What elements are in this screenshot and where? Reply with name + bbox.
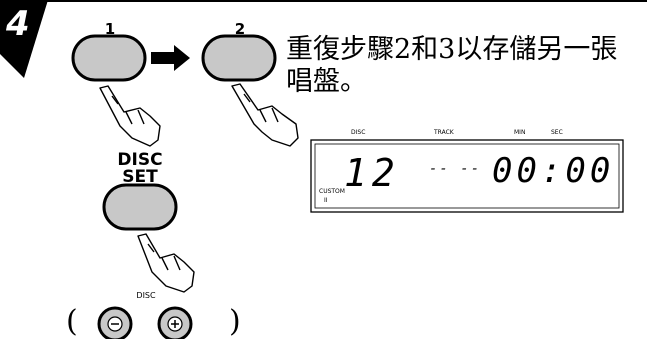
button-2-label: 2 (234, 20, 246, 38)
display-indicator: II (324, 197, 328, 204)
button-1[interactable] (71, 34, 147, 82)
top-rule (0, 0, 647, 2)
pointing-hand-icon (99, 85, 161, 147)
disc-set-button[interactable] (102, 183, 178, 231)
disc-set-label: DISC SET (117, 150, 163, 187)
display-disc-number: 12 (344, 151, 400, 195)
display-label-min: MIN (514, 129, 526, 136)
button-2[interactable] (201, 34, 277, 82)
display-panel: DISC TRACK MIN SEC 12 -- -- 00:00 CUSTOM… (311, 130, 623, 212)
display-time: 00:00 (492, 151, 615, 191)
pointing-hand-icon (231, 83, 299, 147)
step-badge (0, 0, 48, 78)
button-1-label: 1 (104, 20, 116, 38)
disc-minus-button[interactable] (97, 306, 133, 339)
paren-right: ) (229, 304, 241, 339)
step-number: 4 (6, 4, 30, 44)
display-label-custom: CUSTOM (319, 188, 345, 195)
display-label-sec: SEC (551, 129, 563, 136)
display-track: -- -- (429, 161, 482, 177)
instruction-text: 重復步驟2和3以存儲另一張唱盤。 (286, 34, 618, 97)
display-label-track: TRACK (434, 129, 454, 136)
display-label-disc: DISC (351, 129, 366, 136)
right-arrow-icon (151, 45, 190, 71)
pointing-hand-icon (137, 233, 195, 293)
paren-left: ( (66, 304, 78, 339)
display-panel-frame (310, 139, 624, 213)
disc-plus-button[interactable] (157, 306, 193, 339)
disc-small-label: DISC (136, 291, 156, 300)
